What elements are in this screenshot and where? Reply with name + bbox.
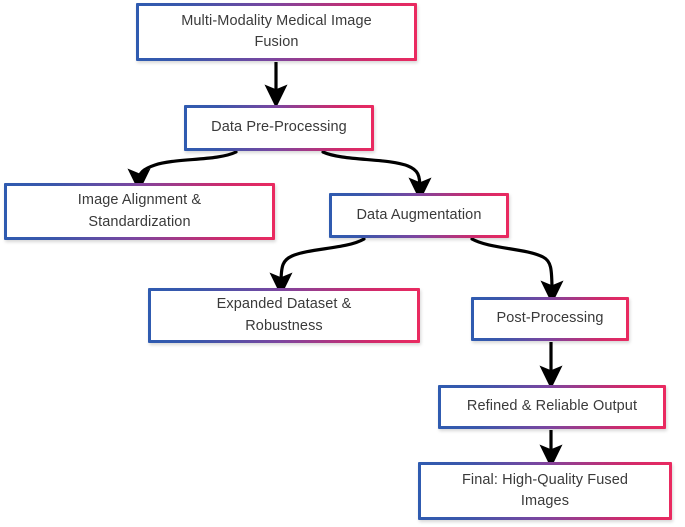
node-image-alignment[interactable]: Image Alignment & Standardization: [4, 183, 275, 240]
node-post-processing-label: Post-Processing: [496, 310, 604, 327]
node-fusion-label: Multi-Modality Medical Image Fusion: [181, 12, 372, 50]
edge-augmentation-to-postprocessing: [470, 237, 564, 305]
node-expanded-dataset[interactable]: Expanded Dataset & Robustness: [148, 288, 420, 343]
node-data-augmentation[interactable]: Data Augmentation: [329, 193, 509, 238]
node-expanded-dataset-label: Expanded Dataset & Robustness: [216, 296, 352, 334]
edge-preprocessing-to-augmentation: [321, 150, 432, 202]
node-post-processing[interactable]: Post-Processing: [471, 297, 629, 341]
node-final-fused-images[interactable]: Final: High-Quality Fused Images: [418, 462, 672, 520]
node-refined-reliable-output[interactable]: Refined & Reliable Output: [438, 385, 666, 429]
edge-augmentation-to-expanded: [269, 237, 366, 297]
node-final-fused-images-label: Final: High-Quality Fused Images: [461, 471, 629, 509]
node-refined-reliable-output-label: Refined & Reliable Output: [466, 398, 638, 415]
node-fusion[interactable]: Multi-Modality Medical Image Fusion: [136, 3, 417, 61]
node-image-alignment-label: Image Alignment & Standardization: [77, 192, 202, 230]
node-data-augmentation-label: Data Augmentation: [356, 206, 482, 223]
node-data-pre-processing[interactable]: Data Pre-Processing: [184, 105, 374, 151]
edge-preprocessing-to-alignment: [127, 150, 238, 193]
node-data-pre-processing-label: Data Pre-Processing: [211, 119, 347, 136]
